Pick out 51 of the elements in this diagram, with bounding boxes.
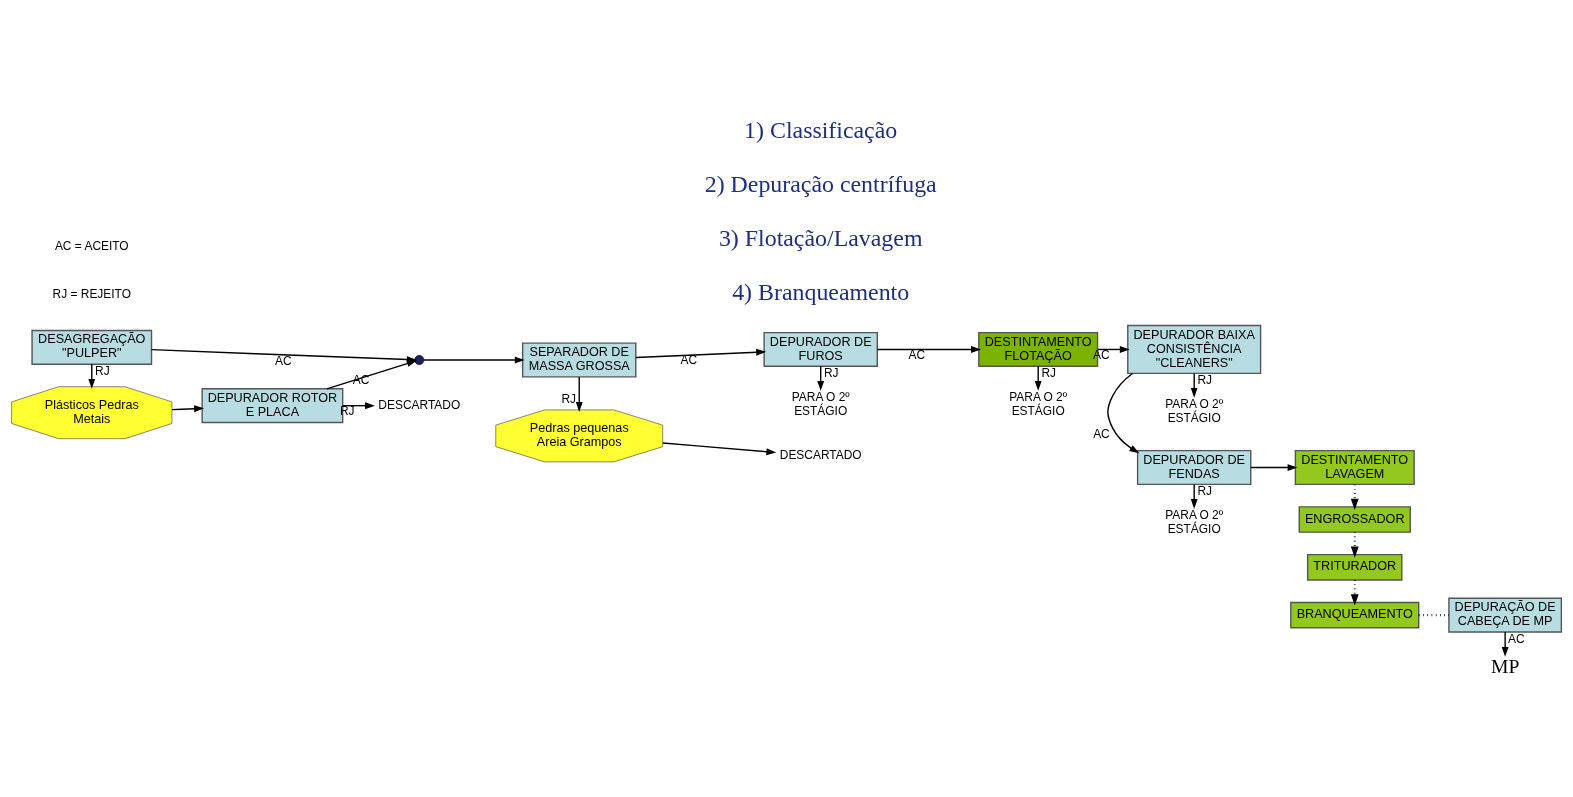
node-box: DEPURADOR BAIXA CONSISTÊNCIA "CLEANERS" bbox=[1127, 324, 1262, 374]
node-box: DEPURAÇÃO DE CABEÇA DE MP bbox=[1448, 597, 1563, 633]
arrow bbox=[1034, 365, 1042, 391]
arrow bbox=[876, 345, 981, 353]
edge-label: RJ bbox=[1197, 483, 1213, 498]
label: 4) Branqueamento bbox=[732, 278, 910, 305]
arrow bbox=[1107, 372, 1140, 453]
arrow bbox=[1190, 372, 1198, 398]
arrow bbox=[423, 356, 525, 363]
node-text: PARA O 2º ESTÁGIO bbox=[791, 389, 850, 418]
edge-label: AC bbox=[1508, 631, 1525, 646]
arrow bbox=[1250, 463, 1298, 471]
node-box: TRITURADOR bbox=[1306, 553, 1403, 581]
connector bbox=[1418, 613, 1449, 616]
node-box: DEPURADOR DE FENDAS bbox=[1136, 449, 1252, 485]
label: 2) Depuração centrífuga bbox=[704, 170, 937, 197]
edge-label: AC bbox=[274, 353, 292, 368]
node-text: DESCARTADO bbox=[779, 447, 862, 462]
node-box: DESTINTAMENTO LAVAGEM bbox=[1294, 449, 1415, 485]
edge-label: RJ bbox=[823, 365, 839, 380]
edge-label: RJ bbox=[95, 363, 110, 378]
node-box: DEPURADOR DE FUROS bbox=[763, 331, 878, 367]
node-box: DESAGREGAÇÃO "PULPER" bbox=[31, 329, 153, 365]
node-box: SEPARADOR DE MASSA GROSSA bbox=[521, 341, 637, 378]
edge-label: RJ bbox=[1197, 372, 1213, 387]
label: 1) Classificação bbox=[744, 116, 898, 143]
node-text: PARA O 2º ESTÁGIO bbox=[1009, 389, 1068, 418]
arrow bbox=[342, 401, 375, 409]
label: RJ = REJEITO bbox=[52, 286, 131, 301]
edge-label: RJ bbox=[561, 391, 576, 406]
arrow bbox=[326, 359, 417, 389]
node-text: PARA O 2º ESTÁGIO bbox=[1165, 507, 1224, 536]
arrow bbox=[1097, 345, 1130, 353]
arrow bbox=[1190, 483, 1198, 509]
arrow bbox=[635, 348, 767, 358]
edge-label: AC bbox=[908, 347, 926, 362]
arrow bbox=[171, 404, 204, 412]
arrow bbox=[575, 375, 583, 412]
edge-label: AC bbox=[1093, 426, 1110, 441]
node-box: BRANQUEAMENTO bbox=[1290, 601, 1420, 628]
edge-label: AC bbox=[680, 352, 698, 367]
arrow bbox=[1501, 630, 1509, 657]
node-text: MP bbox=[1490, 654, 1520, 677]
node-circle bbox=[414, 354, 425, 365]
node-text: DESCARTADO bbox=[378, 397, 461, 412]
arrow bbox=[662, 441, 777, 455]
node-box: ENGROSSADOR bbox=[1298, 505, 1411, 533]
node-text: PARA O 2º ESTÁGIO bbox=[1165, 396, 1224, 425]
label: 3) Flotação/Lavagem bbox=[718, 224, 923, 251]
edge-label: RJ bbox=[1041, 365, 1057, 380]
label: AC = ACEITO bbox=[54, 238, 129, 253]
